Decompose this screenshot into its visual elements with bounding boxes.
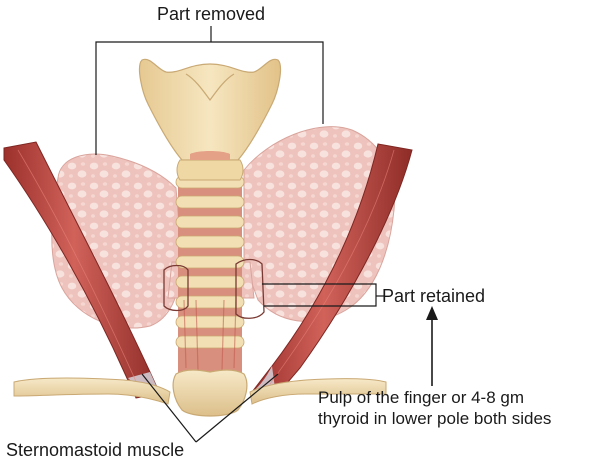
thyroid-cartilage	[140, 59, 281, 160]
part-retained-label: Part retained	[382, 286, 485, 307]
sternomastoid-label: Sternomastoid muscle	[6, 440, 184, 461]
cricothyroid-gap	[190, 151, 230, 160]
pulp-caption: Pulp of the finger or 4-8 gm thyroid in …	[318, 387, 551, 429]
pulp-arrow	[426, 306, 438, 386]
part-removed-label: Part removed	[0, 4, 422, 25]
trachea	[176, 168, 244, 380]
pulp-caption-line-2: thyroid in lower pole both sides	[318, 408, 551, 429]
cricoid-cartilage	[177, 160, 243, 180]
tracheal-rings	[176, 176, 244, 348]
pulp-caption-line-1: Pulp of the finger or 4-8 gm	[318, 387, 551, 408]
